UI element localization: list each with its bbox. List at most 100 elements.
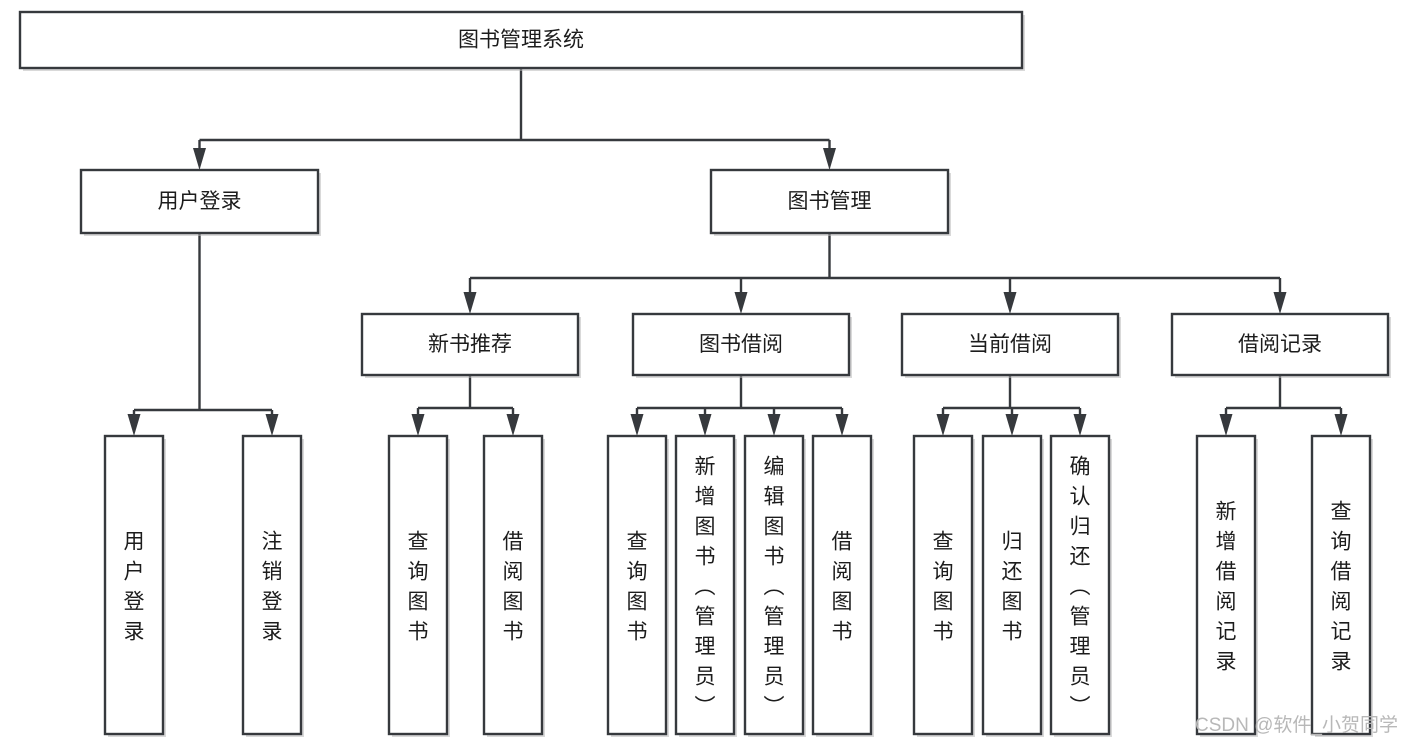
node-box-leaf-borrow-book-bor[interactable] [811,434,873,736]
glyph: 借 [832,530,853,553]
node-book-borrow[interactable]: 图书借阅 [631,312,852,378]
glyph: 书 [764,545,785,568]
arrow-head-leaf-user-login [127,414,141,436]
glyph: 阅 [503,560,524,583]
node-label-leaf-borrow-book-bor: 借阅图书 [832,530,853,643]
glyph: 查 [933,530,954,553]
node-box-leaf-add-borrow-record[interactable] [1195,434,1257,736]
node-label-leaf-add-book-admin: 新增图书︵管理员︶ [695,455,716,718]
glyph: 确 [1070,455,1091,478]
node-leaf-query-book-cur[interactable]: 查询图书 [912,434,975,737]
node-leaf-edit-book-admin[interactable]: 编辑图书︵管理员︶ [743,434,806,737]
glyph: 认 [1070,485,1091,508]
node-new-book-recommend[interactable]: 新书推荐 [360,312,581,378]
glyph: 书 [695,545,716,568]
node-box-new-book-recommend[interactable] [360,312,580,377]
node-label-leaf-user-login: 用户登录 [124,530,145,643]
node-label-leaf-borrow-book-rec: 借阅图书 [503,530,524,643]
node-current-borrow[interactable]: 当前借阅 [900,312,1121,378]
node-box-borrow-record[interactable] [1170,312,1390,377]
arrow-head-book-borrow [734,292,748,314]
node-label-leaf-return-book: 归还图书 [1002,530,1023,643]
arrow-head-current-borrow [1003,292,1017,314]
glyph: 询 [408,560,429,583]
glyph: 借 [1331,560,1352,583]
glyph: ︶ [1070,695,1091,718]
glyph: 新 [695,455,716,478]
glyph: 管 [764,605,785,628]
glyph: 户 [124,560,145,583]
node-leaf-query-borrow-record[interactable]: 查询借阅记录 [1310,434,1373,737]
glyph: 记 [1331,620,1352,643]
glyph: 图 [1002,590,1023,613]
glyph: 查 [408,530,429,553]
node-box-leaf-query-book-bor[interactable] [606,434,668,736]
node-label-leaf-confirm-return-admin: 确认归还︵管理员︶ [1070,455,1091,718]
arrow-head-leaf-return-book [1005,414,1019,436]
node-label-leaf-add-borrow-record: 新增借阅记录 [1216,500,1237,673]
node-book-manage[interactable]: 图书管理 [709,168,951,236]
node-leaf-user-login[interactable]: 用户登录 [103,434,166,737]
node-box-book-borrow[interactable] [631,312,851,377]
glyph: 图 [832,590,853,613]
node-leaf-query-book-rec[interactable]: 查询图书 [387,434,450,737]
node-leaf-query-book-bor[interactable]: 查询图书 [606,434,669,737]
glyph: 录 [1331,650,1352,673]
node-box-leaf-confirm-return-admin[interactable] [1049,434,1111,736]
node-box-leaf-query-book-rec[interactable] [387,434,449,736]
glyph: 书 [503,620,524,643]
glyph: 书 [832,620,853,643]
node-leaf-borrow-book-rec[interactable]: 借阅图书 [482,434,545,737]
node-leaf-confirm-return-admin[interactable]: 确认归还︵管理员︶ [1049,434,1112,737]
arrow-head-leaf-query-book-cur [936,414,950,436]
glyph: 图 [764,515,785,538]
node-borrow-record[interactable]: 借阅记录 [1170,312,1391,378]
glyph: 还 [1002,560,1023,583]
arrow-head-leaf-query-book-rec [411,414,425,436]
node-label-book-manage: 图书管理 [788,190,872,213]
glyph: 书 [627,620,648,643]
node-box-user-login[interactable] [79,168,320,235]
node-leaf-add-book-admin[interactable]: 新增图书︵管理员︶ [674,434,737,737]
node-box-leaf-edit-book-admin[interactable] [743,434,805,736]
node-user-login[interactable]: 用户登录 [79,168,321,236]
arrow-head-book-manage [823,148,836,170]
glyph: ︵ [695,575,716,598]
node-leaf-user-logout[interactable]: 注销登录 [241,434,304,737]
node-leaf-add-borrow-record[interactable]: 新增借阅记录 [1195,434,1258,737]
node-leaf-return-book[interactable]: 归还图书 [981,434,1044,737]
node-box-root[interactable] [18,10,1024,70]
glyph: 查 [1331,500,1352,523]
node-box-leaf-borrow-book-rec[interactable] [482,434,544,736]
node-box-leaf-return-book[interactable] [981,434,1043,736]
glyph: 员 [1070,665,1091,688]
node-root[interactable]: 图书管理系统 [18,10,1025,71]
glyph: 图 [408,590,429,613]
arrow-head-user-login [193,148,206,170]
node-leaf-borrow-book-bor[interactable]: 借阅图书 [811,434,874,737]
node-box-book-manage[interactable] [709,168,950,235]
glyph: 阅 [832,560,853,583]
node-box-leaf-query-borrow-record[interactable] [1310,434,1372,736]
glyph: 查 [627,530,648,553]
node-label-leaf-query-book-bor: 查询图书 [627,530,648,643]
arrow-head-leaf-add-book-admin [698,414,712,436]
node-box-leaf-user-logout[interactable] [241,434,303,736]
node-box-leaf-user-login[interactable] [103,434,165,736]
glyph: 理 [1070,635,1091,658]
node-box-leaf-add-book-admin[interactable] [674,434,736,736]
glyph: 图 [933,590,954,613]
node-box-leaf-query-book-cur[interactable] [912,434,974,736]
glyph: 归 [1070,515,1091,538]
glyph: 阅 [1331,590,1352,613]
glyph: 询 [933,560,954,583]
node-box-current-borrow[interactable] [900,312,1120,377]
arrow-head-leaf-query-borrow-record [1334,414,1348,436]
arrow-head-leaf-edit-book-admin [767,414,781,436]
glyph: 阅 [1216,590,1237,613]
arrow-head-leaf-query-book-bor [630,414,644,436]
glyph: 辑 [764,485,785,508]
glyph: 还 [1070,545,1091,568]
glyph: 员 [695,665,716,688]
